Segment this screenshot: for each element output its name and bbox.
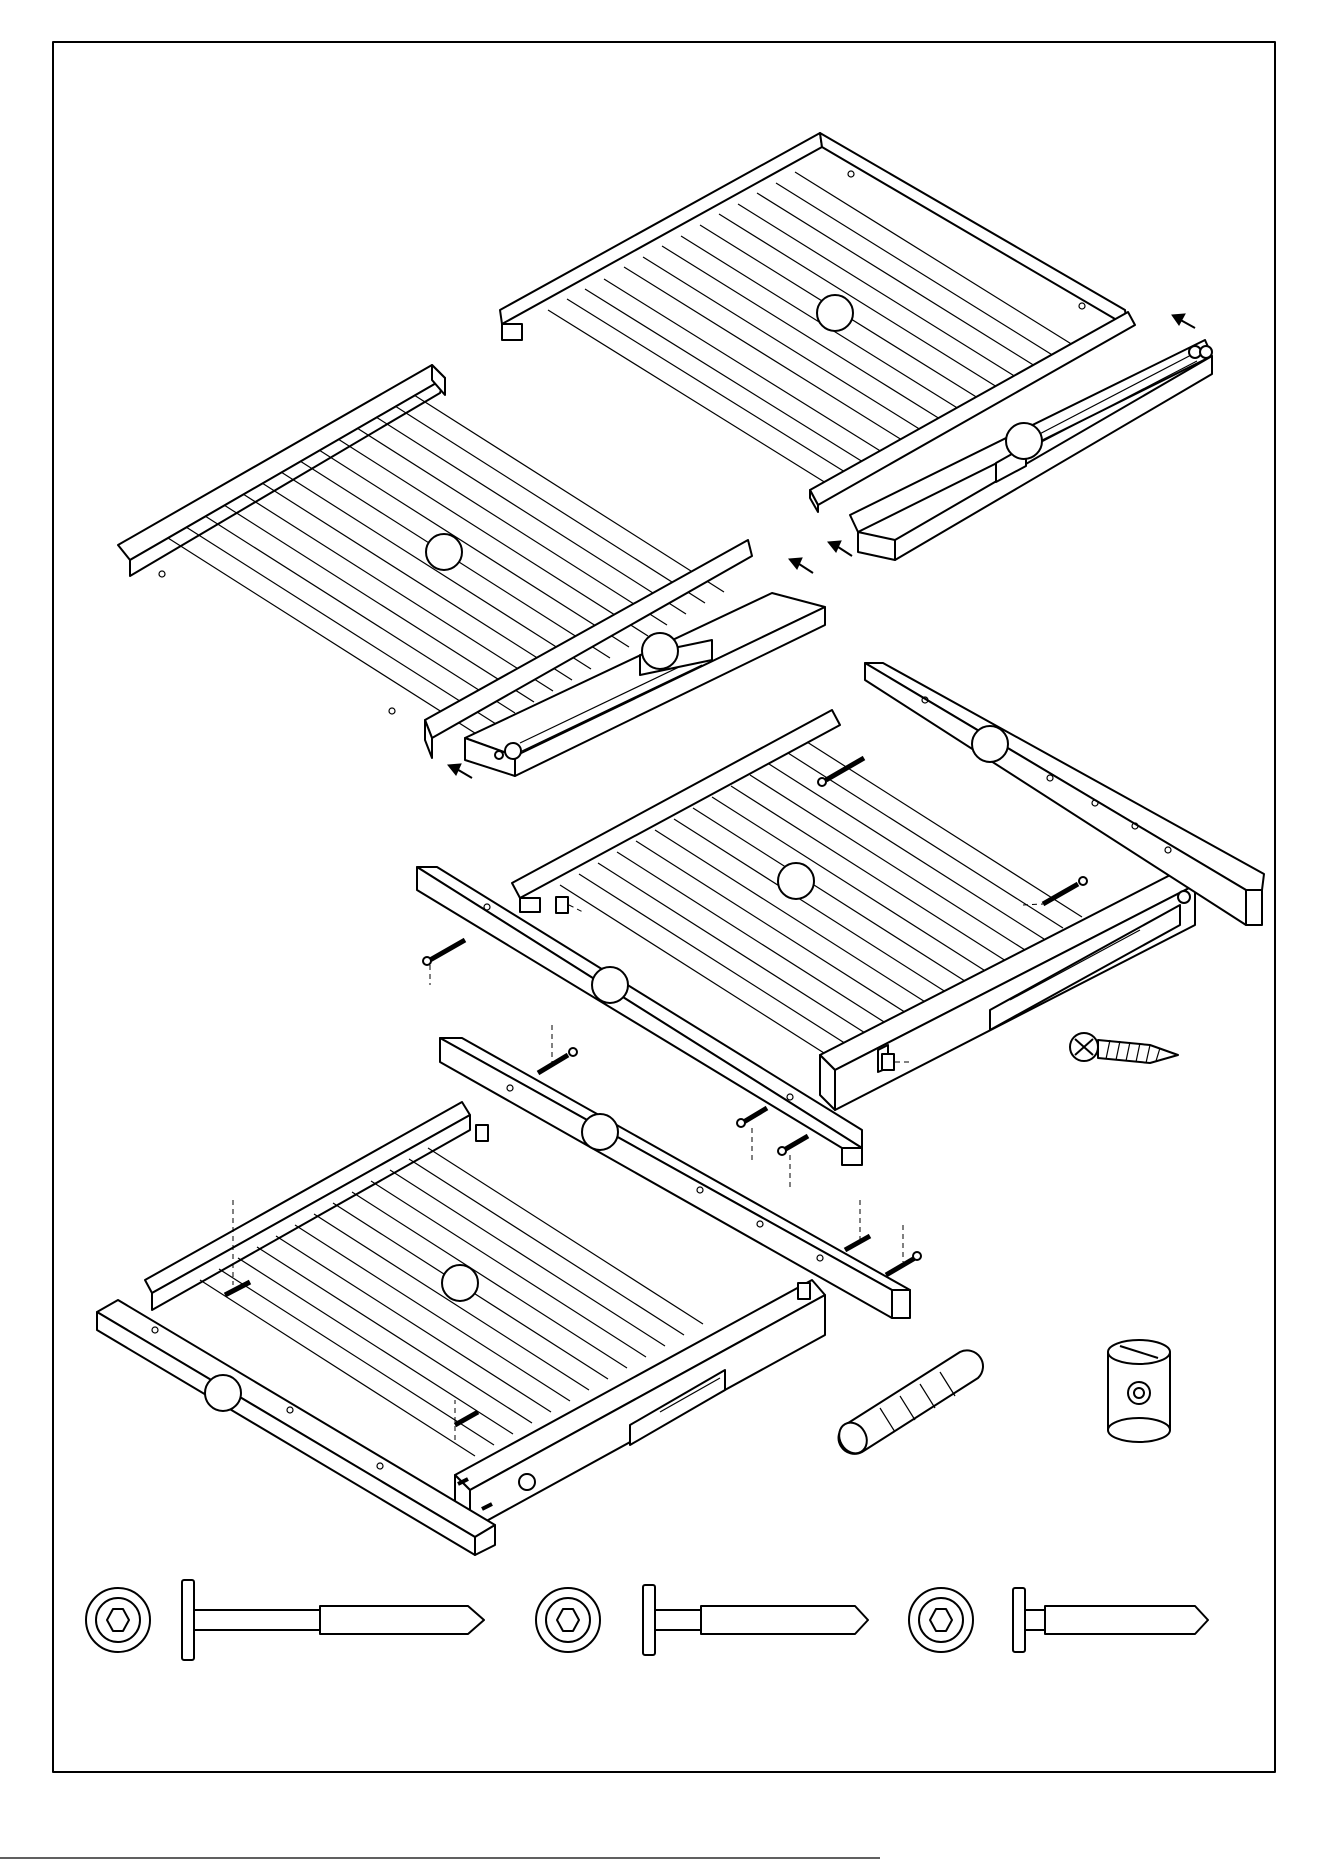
callout-blank <box>1006 423 1042 459</box>
wood-screw-detail <box>1070 1033 1178 1063</box>
wooden-dowel-detail <box>834 1350 983 1458</box>
arrow-icon <box>789 314 1195 573</box>
top-panel-slats <box>548 172 1073 483</box>
callout-blank <box>817 295 853 331</box>
bolt-medium-detail <box>536 1585 868 1655</box>
middle-drawer-side-rail <box>820 870 1195 1110</box>
callout-blank <box>582 1114 618 1150</box>
bolt-long-detail <box>86 1580 484 1660</box>
callout-blank <box>778 863 814 899</box>
bolt-short-detail <box>909 1588 1208 1652</box>
left-panel-back-rail <box>118 365 445 560</box>
top-panel-back-rail <box>500 133 822 324</box>
callout-blank <box>642 633 678 669</box>
callout-blank <box>592 967 628 1003</box>
callout-blank <box>426 534 462 570</box>
top-panel-post <box>502 324 522 340</box>
top-panel-side-rail <box>820 133 1127 326</box>
cam-nut-detail <box>1108 1340 1170 1442</box>
arrow-icon <box>448 764 472 778</box>
callout-blank <box>442 1265 478 1301</box>
bottom-drawer-side-rail <box>455 1280 825 1530</box>
middle-front-side-rail <box>417 867 862 1165</box>
callout-blank <box>205 1375 241 1411</box>
callout-blank <box>972 726 1008 762</box>
